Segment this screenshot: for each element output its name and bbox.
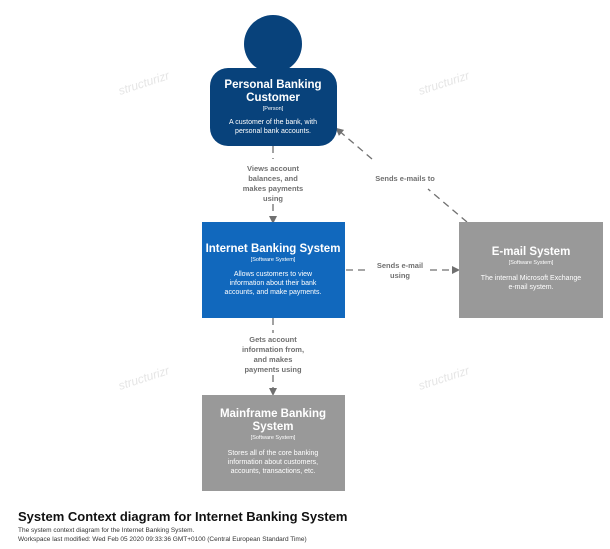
edge-label: information from, <box>242 345 304 354</box>
edge-line <box>335 127 373 160</box>
node-type: [Person] <box>263 106 284 112</box>
internet-banking-system-node[interactable]: Internet Banking System [Software System… <box>202 222 345 318</box>
person-node[interactable]: Personal Banking Customer [Person] A cus… <box>210 15 337 146</box>
mainframe-banking-system-node[interactable]: Mainframe Banking System [Software Syste… <box>202 395 345 491</box>
node-description: personal bank accounts. <box>235 128 311 135</box>
edge-label: using <box>263 194 283 203</box>
node-box <box>202 222 345 318</box>
node-description: information about their bank <box>230 280 317 287</box>
edge-label: makes payments <box>243 184 303 193</box>
diagram-title: System Context diagram for Internet Bank… <box>18 509 348 524</box>
edge-label: using <box>390 271 410 280</box>
person-head-icon <box>244 15 302 73</box>
email-system-node[interactable]: E-mail System [Software System] The inte… <box>459 222 603 318</box>
diagram-description: The system context diagram for the Inter… <box>18 527 195 534</box>
edge-label: Sends e-mail <box>377 261 423 270</box>
edge-label: payments using <box>244 365 302 374</box>
node-box <box>202 395 345 491</box>
svg-text:structurizr: structurizr <box>117 68 172 98</box>
workspace-modified: Workspace last modified: Wed Feb 05 2020… <box>18 536 307 543</box>
node-description: accounts, and make payments. <box>225 289 322 296</box>
node-type: [Software System] <box>251 435 296 441</box>
edge-label: and makes <box>254 355 293 364</box>
edge-line <box>427 188 468 223</box>
svg-text:structurizr: structurizr <box>117 363 172 393</box>
edge-customer-to-ibs: Views account balances, and makes paymen… <box>243 146 303 224</box>
node-title: E-mail System <box>492 246 571 258</box>
node-type: [Software System] <box>509 260 554 266</box>
node-title: Personal Banking <box>224 79 321 91</box>
edge-label: Views account <box>247 164 299 173</box>
svg-text:structurizr: structurizr <box>417 68 472 98</box>
person-body <box>210 68 337 146</box>
node-title: Customer <box>246 92 300 104</box>
edge-ibs-to-mainframe: Gets account information from, and makes… <box>242 318 304 396</box>
edge-label: Gets account <box>249 335 297 344</box>
node-box <box>459 222 603 318</box>
node-description: information about customers, <box>228 459 318 466</box>
node-description: Allows customers to view <box>234 271 313 278</box>
svg-text:structurizr: structurizr <box>417 363 472 393</box>
node-title: System <box>253 421 294 433</box>
node-description: Stores all of the core banking <box>228 450 319 457</box>
node-description: e-mail system. <box>508 284 553 291</box>
node-type: [Software System] <box>251 257 296 263</box>
edge-ibs-to-email: Sends e-mail using <box>346 261 460 280</box>
node-title: Mainframe Banking <box>220 408 326 420</box>
node-description: accounts, transactions, etc. <box>231 468 316 475</box>
edge-label: balances, and <box>248 174 298 183</box>
edge-email-to-customer: Sends e-mails to <box>335 127 468 223</box>
node-title: Internet Banking System <box>206 243 341 255</box>
edge-label: Sends e-mails to <box>375 174 435 183</box>
node-description: A customer of the bank, with <box>229 119 317 126</box>
node-description: The internal Microsoft Exchange <box>481 275 581 282</box>
